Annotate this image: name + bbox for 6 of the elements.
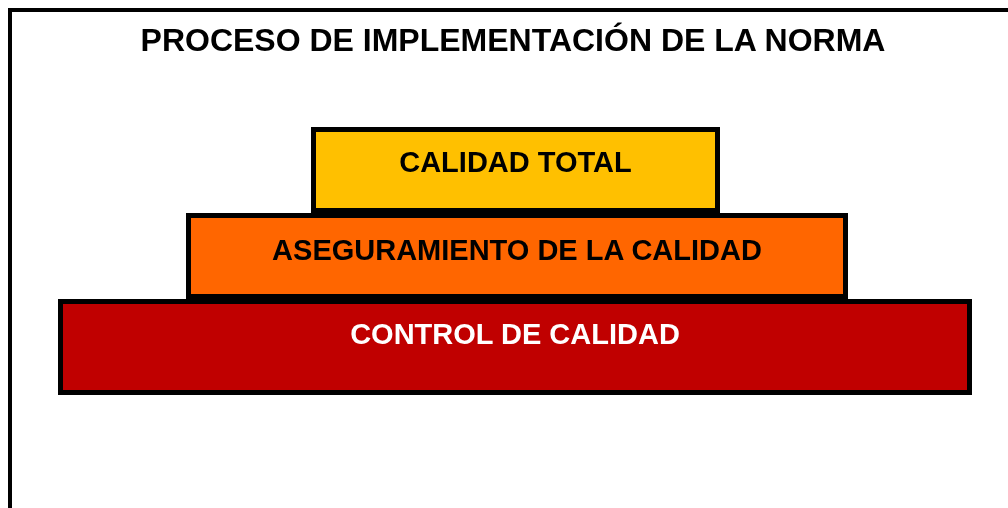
pyramid-tier [58,299,972,395]
pyramid-tier [311,127,720,213]
tier-label: ASEGURAMIENTO DE LA CALIDAD [272,234,762,267]
tier-label: CALIDAD TOTAL [399,146,632,179]
title: PROCESO DE IMPLEMENTACIÓN DE LA NORMA [139,22,887,59]
tier-label: CONTROL DE CALIDAD [350,318,680,351]
